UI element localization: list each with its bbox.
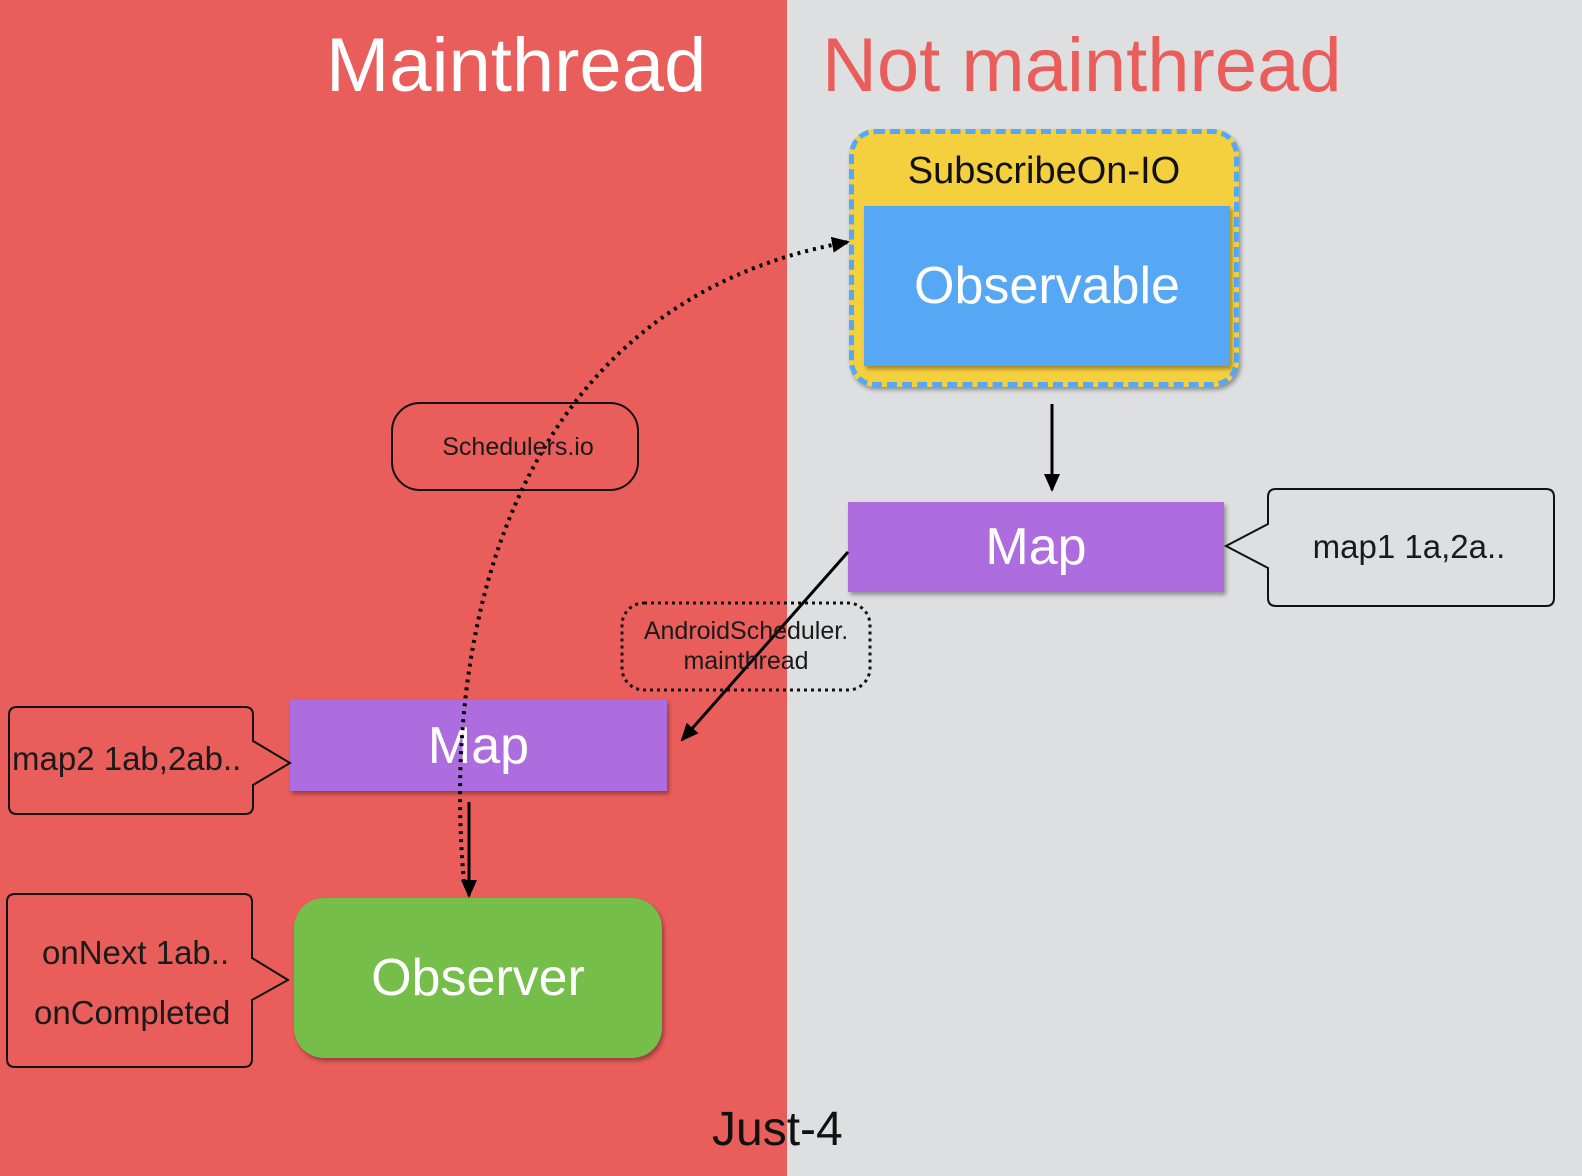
not-mainthread-heading: Not mainthread [822,23,1342,108]
android-scheduler-line-1: AndroidScheduler. [643,617,849,645]
map1-note-callout [1223,488,1555,607]
android-scheduler-callout [620,601,872,692]
slide-label: Just-4 [712,1103,843,1156]
map2-node: Map [290,700,667,791]
schedulers-io-label: Schedulers.io [442,433,594,461]
observable-node: Observable [864,206,1230,366]
observer-note-callout [6,893,290,1068]
subscribe-dotted-arrow [458,236,850,883]
mainthread-heading: Mainthread [326,23,707,108]
observer-note-onnext: onNext 1ab.. [42,934,230,971]
subscribe-on-io-label: SubscribeOn-IO [907,150,1181,192]
map1-node: Map [848,502,1224,592]
android-scheduler-label: AndroidScheduler. mainthread [622,616,870,676]
schedulers-io-callout [391,402,639,491]
map1-note-label: map1 1a,2a.. [1312,528,1506,565]
map1-to-map2-arrow [680,551,850,742]
map2-note-label: map2 1ab,2ab.. [12,740,242,777]
observer-node: Observer [294,898,662,1058]
map2-note-callout [8,706,292,815]
android-scheduler-line-2: mainthread [683,647,809,675]
observer-note-oncompleted: onCompleted [34,994,231,1031]
